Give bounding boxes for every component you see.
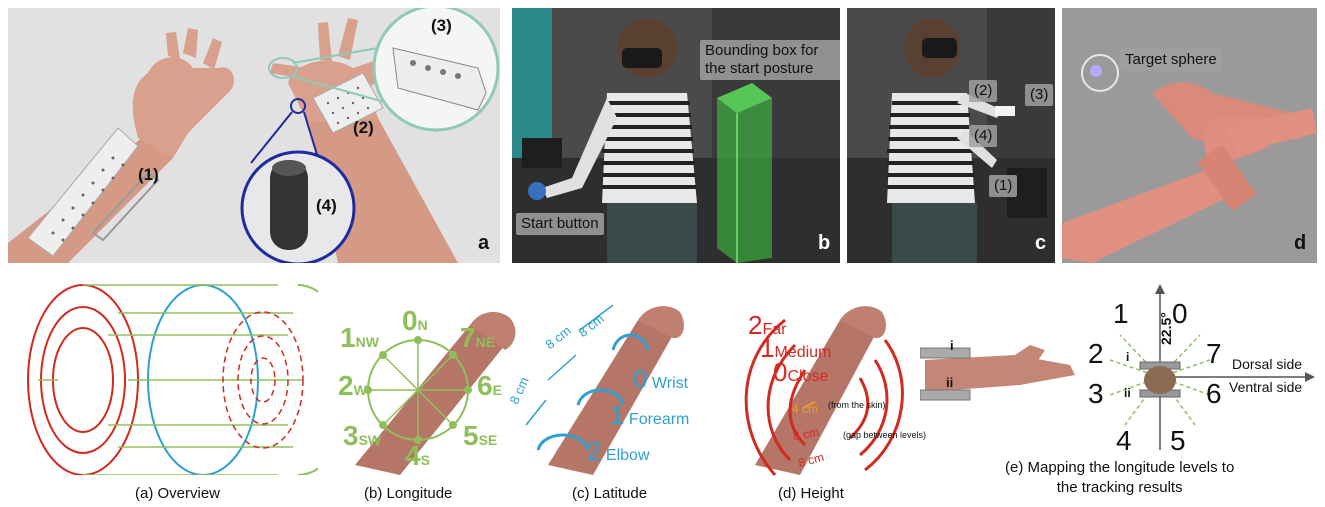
dorsal-side-label: Dorsal side bbox=[1232, 356, 1303, 372]
start-button-label: Start button bbox=[516, 213, 604, 235]
lon-5: 5SE bbox=[463, 420, 498, 451]
caption-overview: (a) Overview bbox=[135, 485, 221, 502]
lon-7: 7NE bbox=[460, 322, 496, 353]
panel-c: (2) (3) (4) (1) c bbox=[847, 8, 1055, 263]
caption-mapping-line1: (e) Mapping the longitude levels to bbox=[1005, 459, 1235, 476]
panel-d-render bbox=[1062, 8, 1317, 263]
longitude-diagram bbox=[355, 311, 516, 475]
ventral-side-label: Ventral side bbox=[1229, 379, 1303, 395]
height-skin-dist: 4 cm bbox=[792, 402, 819, 416]
caption-latitude: (c) Latitude bbox=[572, 485, 648, 502]
panel-a-label-2: (2) bbox=[353, 118, 374, 137]
height-diagram bbox=[744, 306, 904, 476]
lat-0: 0 Wrist bbox=[633, 364, 689, 394]
target-sphere-label: Target sphere bbox=[1120, 49, 1222, 71]
panel-b: Bounding box for the start posture Start… bbox=[512, 8, 840, 263]
mapping-num-1: 1 bbox=[1113, 298, 1129, 329]
panel-a-label-1: (1) bbox=[138, 165, 159, 184]
mapping-num-0: 0 bbox=[1172, 298, 1188, 329]
mapping-num-5: 5 bbox=[1170, 425, 1186, 456]
height-gap-note: (gap between levels) bbox=[843, 430, 927, 440]
panel-a-tag: a bbox=[478, 232, 490, 254]
lon-1: 1NW bbox=[340, 322, 379, 353]
height-2: 2Far bbox=[748, 310, 787, 340]
mapping-diagram bbox=[1109, 284, 1315, 450]
sensor-ii-label: ii bbox=[946, 375, 954, 390]
panel-c-label-2: (2) bbox=[969, 80, 998, 102]
sensor-i-label: i bbox=[950, 338, 954, 353]
pin-dots bbox=[51, 156, 125, 242]
mapping-sensor-ii: ii bbox=[1124, 386, 1131, 400]
overview-diagram bbox=[27, 284, 318, 475]
caption-longitude: (b) Longitude bbox=[364, 485, 453, 502]
mapping-num-7: 7 bbox=[1206, 338, 1222, 369]
panel-d: Target sphere d bbox=[1062, 8, 1317, 263]
mapping-num-4: 4 bbox=[1116, 425, 1132, 456]
sensor-hand-illustration bbox=[920, 345, 1075, 401]
panel-a-illustration bbox=[8, 8, 500, 263]
lon-6: 6E bbox=[477, 370, 502, 401]
mapping-sensor-i: i bbox=[1126, 350, 1130, 364]
lon-4: 4S bbox=[405, 440, 430, 471]
panel-c-label-4: (4) bbox=[969, 125, 998, 147]
panel-c-label-1: (1) bbox=[989, 175, 1018, 197]
panel-b-tag: b bbox=[818, 232, 831, 254]
mapping-num-2: 2 bbox=[1088, 338, 1104, 369]
height-1: 1Medium bbox=[760, 333, 832, 363]
panel-a-label-3: (3) bbox=[431, 16, 452, 35]
mapping-num-6: 6 bbox=[1206, 378, 1222, 409]
panel-b-photo bbox=[512, 8, 840, 263]
panel-a: (1) (2) (3) (4) a bbox=[8, 8, 500, 263]
lon-0: 0N bbox=[402, 305, 428, 336]
caption-height: (d) Height bbox=[778, 485, 844, 502]
lon-2: 2W bbox=[338, 370, 367, 401]
height-0: 0Close bbox=[773, 357, 829, 387]
lat-2: 2 Elbow bbox=[587, 436, 650, 466]
caption-mapping: (e) Mapping the longitude levels to the … bbox=[1005, 458, 1234, 498]
panel-d-tag: d bbox=[1294, 232, 1307, 254]
lon-3: 3SW bbox=[343, 420, 382, 451]
height-skin-note: (from the skin) bbox=[828, 400, 886, 410]
panel-c-photo bbox=[847, 8, 1055, 263]
bounding-box-label: Bounding box for the start posture bbox=[700, 40, 840, 80]
panel-a-label-4: (4) bbox=[316, 196, 337, 215]
mapping-num-3: 3 bbox=[1088, 378, 1104, 409]
caption-mapping-line2: the tracking results bbox=[1056, 479, 1183, 496]
panel-c-label-3: (3) bbox=[1025, 84, 1054, 106]
lat-1: 1 Forearm bbox=[610, 400, 690, 430]
latitude-diagram bbox=[525, 304, 684, 475]
panel-c-tag: c bbox=[1035, 232, 1047, 254]
